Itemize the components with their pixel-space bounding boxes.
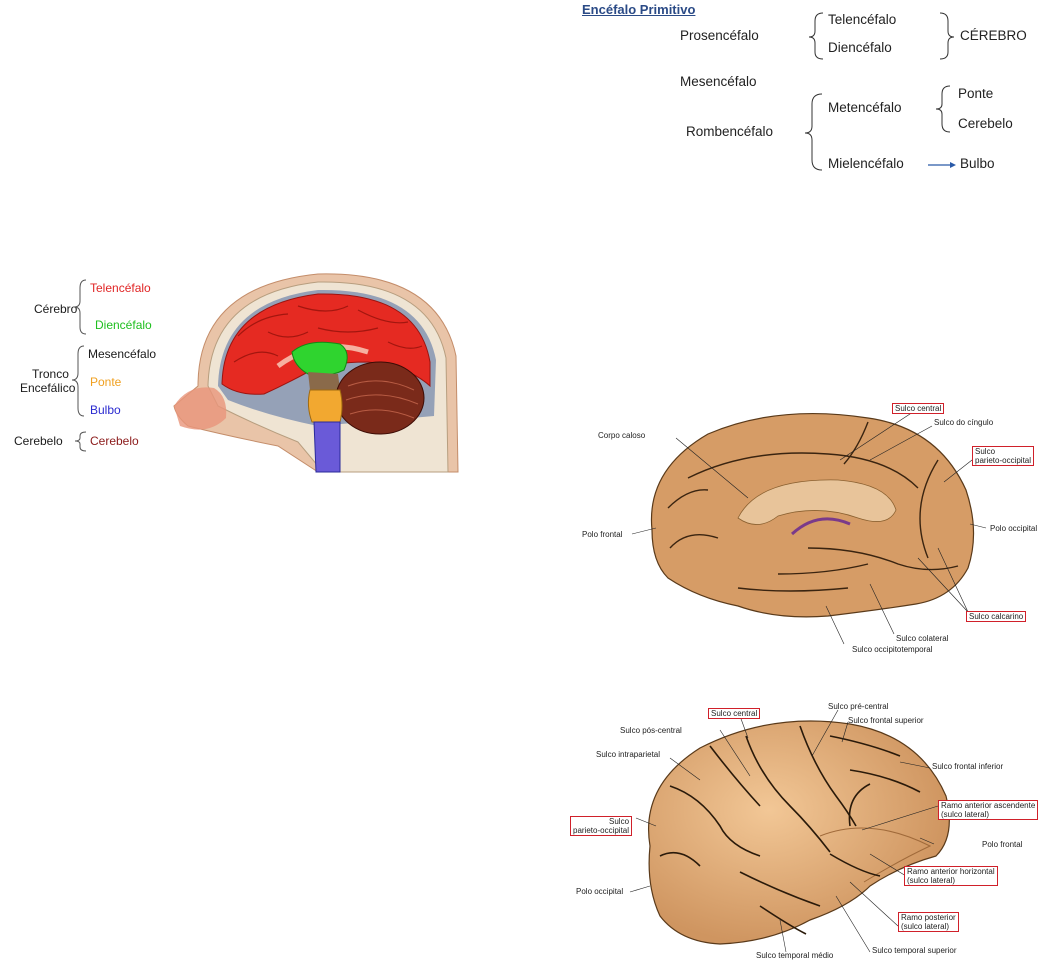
label-prosencefalo: Prosencéfalo	[680, 28, 759, 43]
lateral-sulco-temporal-medio: Sulco temporal médio	[756, 951, 834, 960]
label-mesencefalo: Mesencéfalo	[680, 74, 757, 89]
lateral-ramo-hor-1: Ramo anterior horizontal	[907, 867, 995, 876]
label-bulbo: Bulbo	[960, 156, 995, 171]
primitive-title: Encéfalo Primitivo	[582, 2, 696, 17]
legend-tronco-1: Tronco	[32, 367, 69, 381]
legend-bulbo: Bulbo	[90, 403, 121, 417]
diencefalo-region	[291, 341, 348, 376]
label-cerebro: CÉREBRO	[960, 28, 1027, 43]
corpo-caloso-shape	[737, 479, 897, 525]
medial-sulco-calcarino: Sulco calcarino	[966, 611, 1027, 622]
lateral-ramo-asc-1: Ramo anterior ascendente	[941, 801, 1036, 810]
lateral-sulco-frontal-inferior: Sulco frontal inferior	[932, 762, 1004, 771]
legend-cerebelo: Cerebelo	[90, 434, 139, 448]
label-cerebelo: Cerebelo	[958, 116, 1013, 131]
lateral-ramo-post-2: (sulco lateral)	[901, 922, 950, 931]
medial-sulco-po: Sulco parieto-occipital	[972, 446, 1035, 466]
medial-corpo-caloso: Corpo caloso	[598, 431, 646, 440]
legend-diencefalo: Diencéfalo	[95, 318, 152, 332]
medial-hemisphere	[650, 412, 975, 618]
lateral-ramo-hor-2: (sulco lateral)	[907, 876, 956, 885]
medial-brain-view	[631, 411, 987, 645]
bulbo-region	[313, 421, 341, 473]
medial-sulco-occipitotemporal: Sulco occipitotemporal	[852, 645, 933, 654]
medial-polo-occipital: Polo occipital	[990, 524, 1038, 533]
face-region	[174, 387, 227, 430]
medial-sulco-colateral: Sulco colateral	[896, 634, 949, 643]
legend-telencefalo: Telencéfalo	[90, 281, 151, 295]
arrow-icon	[928, 162, 956, 168]
lateral-hemisphere	[648, 720, 950, 945]
medial-sulco-po-2: parieto-occipital	[975, 456, 1032, 465]
lateral-ramo-hor: Ramo anterior horizontal (sulco lateral)	[904, 866, 998, 886]
label-telencefalo: Telencéfalo	[828, 12, 897, 27]
lateral-sulco-frontal-superior: Sulco frontal superior	[848, 716, 924, 725]
lateral-polo-frontal: Polo frontal	[982, 840, 1023, 849]
label-metencefalo: Metencéfalo	[828, 100, 902, 115]
medial-sulco-cingulo: Sulco do cíngulo	[934, 418, 994, 427]
lateral-sulco-intraparietal: Sulco intraparietal	[596, 750, 661, 759]
lateral-sulco-po-2: parieto-occipital	[573, 826, 630, 835]
label-diencefalo: Diencéfalo	[828, 40, 892, 55]
legend-mesencefalo: Mesencéfalo	[88, 347, 157, 361]
lateral-sulco-po-1: Sulco	[609, 817, 630, 826]
medial-sulco-po-1: Sulco	[975, 447, 996, 456]
tree-braces	[804, 12, 956, 171]
label-rombencefalo: Rombencéfalo	[686, 124, 774, 139]
lateral-sulco-pos-central: Sulco pós-central	[620, 726, 682, 735]
lateral-ramo-post-1: Ramo posterior	[901, 913, 956, 922]
lateral-sulco-pre-central: Sulco pré-central	[828, 702, 889, 711]
lateral-polo-occipital: Polo occipital	[576, 887, 624, 896]
lateral-ramo-asc-2: (sulco lateral)	[941, 810, 990, 819]
ponte-region	[307, 389, 343, 423]
label-mielencefalo: Mielencéfalo	[828, 156, 904, 171]
medial-sulco-central: Sulco central	[892, 403, 945, 414]
lateral-ramo-asc: Ramo anterior ascendente (sulco lateral)	[938, 800, 1039, 820]
legend-tronco-2: Encefálico	[20, 381, 76, 395]
medial-polo-frontal: Polo frontal	[582, 530, 623, 539]
legend-cerebelo-group: Cerebelo	[14, 434, 63, 448]
legend-cerebro: Cérebro	[34, 302, 78, 316]
lateral-brain-view	[629, 709, 950, 953]
label-ponte: Ponte	[958, 86, 994, 101]
legend-ponte: Ponte	[90, 375, 122, 389]
sagittal-brain-illustration	[168, 266, 460, 473]
mesencefalo-region	[308, 372, 340, 390]
lateral-sulco-po: Sulco parieto-occipital	[570, 816, 633, 836]
legend-braces	[71, 279, 87, 452]
lateral-ramo-post: Ramo posterior (sulco lateral)	[898, 912, 959, 932]
lateral-sulco-temporal-superior: Sulco temporal superior	[872, 946, 957, 955]
lateral-sulco-central: Sulco central	[708, 708, 761, 719]
cerebelo-region	[335, 361, 425, 435]
